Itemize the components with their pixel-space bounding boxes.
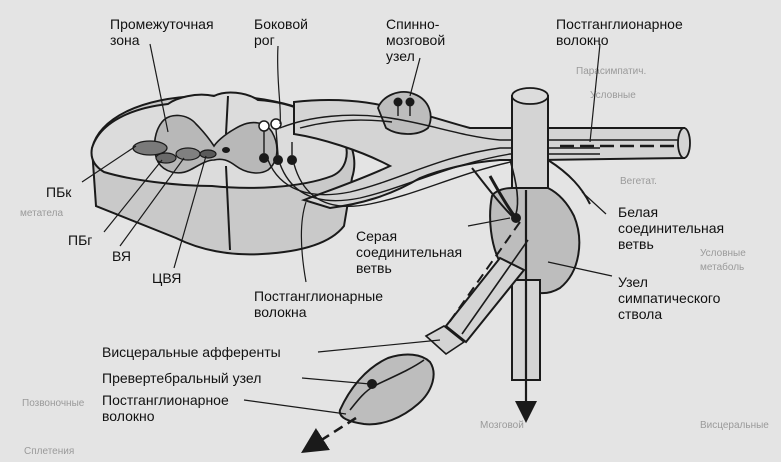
lateral-horn-neuron xyxy=(270,118,282,130)
leader-intermediate-zone xyxy=(149,43,169,133)
label-visceral-afferents: Висцеральные афференты xyxy=(102,344,281,360)
white-ramus xyxy=(547,159,591,205)
leader-vya xyxy=(119,157,185,247)
prevertebral-neuron xyxy=(367,379,377,389)
nerve-fiber xyxy=(279,153,600,202)
leader-prevertebral-ganglion xyxy=(301,377,371,385)
label-gray-ramus: Серая соединительная ветвь xyxy=(356,228,463,276)
leader-postganglionic-top xyxy=(589,43,601,143)
nucleus-pbg xyxy=(155,152,177,164)
label-prevertebral-ganglion: Превертебральный узел xyxy=(102,370,262,386)
bg-text-6: метаболь xyxy=(700,262,745,273)
bg-text-2: Условные xyxy=(590,90,636,101)
bg-text-8: Сплетения xyxy=(24,446,75,457)
splanchnic-fiber xyxy=(461,239,529,335)
label-pbk: ПБк xyxy=(46,184,72,200)
lateral-horn-neuron xyxy=(259,153,269,163)
nerve-fiber xyxy=(299,119,393,129)
label-white-ramus: Белая соединительная ветвь xyxy=(618,204,725,252)
spinal-ganglion xyxy=(377,91,432,135)
label-spinal-ganglion: Спинно- мозговой узел xyxy=(386,16,446,64)
sympathetic-trunk xyxy=(471,87,591,423)
bg-text-7: Позвоночные xyxy=(22,398,85,409)
ganglion-cell xyxy=(393,97,403,107)
central-canal xyxy=(222,147,230,153)
nerve-fiber xyxy=(279,114,680,141)
nerve-fiber xyxy=(267,147,600,196)
label-postganglionic-fiber-bottom: Постганглионарное волокно xyxy=(102,392,229,424)
lateral-horn-neuron xyxy=(273,155,283,165)
ganglion-cell-process xyxy=(397,106,411,116)
postganglionic-fiber-visceral xyxy=(301,416,357,453)
leader-gray-ramus xyxy=(467,217,511,227)
spinal-cord xyxy=(90,91,356,256)
leader-white-ramus xyxy=(581,191,607,215)
leader-pbk xyxy=(81,145,137,183)
lateral-horn-neuron xyxy=(287,155,297,165)
bg-text-10: Висцеральные xyxy=(700,420,769,431)
splanchnic-fiber xyxy=(447,221,521,325)
nerve-end-cap xyxy=(677,127,691,159)
label-pbg: ПБг xyxy=(68,232,93,248)
trunk-top-cap xyxy=(511,87,549,105)
synapse-fiber xyxy=(509,159,519,215)
label-vya: ВЯ xyxy=(112,248,131,264)
leader-postganglionic-bottom xyxy=(243,399,347,415)
bg-text-5: Условные xyxy=(700,248,746,259)
splanchnic-nerve xyxy=(301,221,529,453)
bg-text-3: метатела xyxy=(20,208,64,219)
label-intermediate-zone: Промежуточная зона xyxy=(110,16,214,48)
nucleus-vya xyxy=(175,147,201,161)
leader-spinal-ganglion xyxy=(409,57,421,97)
median-fissure xyxy=(225,95,231,251)
label-postganglionic-fibers: Постганглионарные волокна xyxy=(254,288,384,320)
prevertebral-ganglion xyxy=(338,353,435,426)
bg-text-1: Парасимпатич. xyxy=(576,66,647,77)
leader-lateral-horn xyxy=(277,45,281,125)
label-lateral-horn: Боковой рог xyxy=(254,16,308,48)
trunk-upper xyxy=(511,95,549,201)
ganglion-cell xyxy=(405,97,415,107)
neuron-process xyxy=(263,128,293,156)
spinal-nerve xyxy=(267,91,691,210)
label-sympathetic-ganglion: Узел симпатического ствола xyxy=(618,274,721,322)
leader-visceral-afferents xyxy=(317,339,441,353)
nucleus-tsvya xyxy=(199,149,217,159)
leader-sympathetic-ganglion xyxy=(547,261,613,277)
nerve-fiber xyxy=(293,159,521,208)
sympathetic-ganglion-neuron xyxy=(511,213,521,223)
bg-text-4: Вегетат. xyxy=(620,176,657,187)
leader-postganglionic-fibers xyxy=(300,201,307,283)
leader-pbg xyxy=(103,159,163,233)
leader-lines xyxy=(81,43,613,415)
leader-tsvya xyxy=(173,155,207,269)
label-tsvya: ЦВЯ xyxy=(152,270,182,286)
gray-ramus xyxy=(471,167,513,217)
bg-text-9: Мозговой xyxy=(480,420,524,431)
label-postganglionic-fiber-top: Постганглионарное волокно xyxy=(556,16,683,48)
connector-tube xyxy=(424,325,466,356)
lateral-horn-neuron xyxy=(258,120,270,132)
